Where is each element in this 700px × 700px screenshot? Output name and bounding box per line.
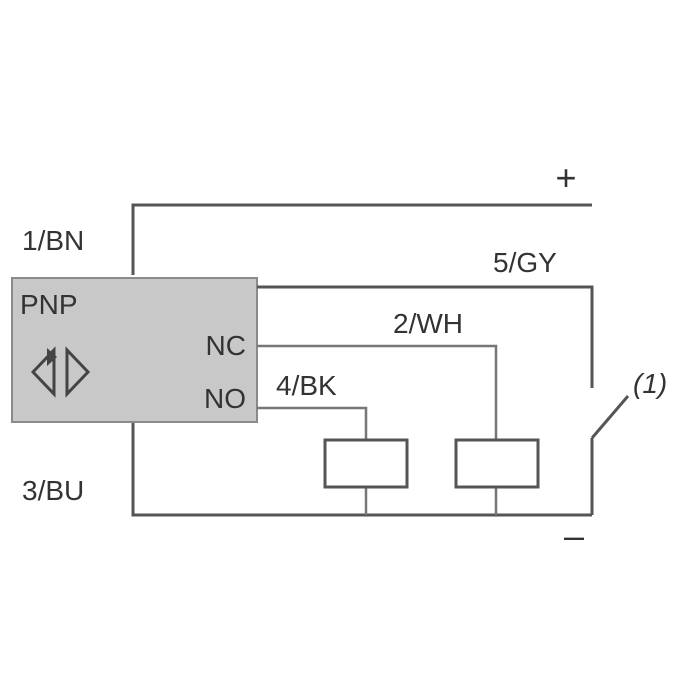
load-no: [323, 438, 409, 489]
nc-output-label: NC: [206, 330, 246, 361]
wire-label-white: 2/WH: [393, 308, 463, 339]
switch-contact: [590, 395, 630, 439]
positive-symbol: +: [555, 157, 576, 198]
wire-label-blue: 3/BU: [22, 475, 84, 506]
no-output-label: NO: [204, 383, 246, 414]
wire-label-black: 4/BK: [276, 370, 337, 401]
negative-rail: [131, 422, 592, 517]
sensor-type-label: PNP: [20, 289, 78, 320]
black-wire: [257, 406, 368, 440]
load-nc: [454, 438, 540, 489]
gray-wire: [257, 285, 594, 388]
negative-symbol: –: [564, 515, 584, 556]
inductive-sensor-icon: [30, 346, 91, 398]
wire-label-brown: 1/BN: [22, 225, 84, 256]
white-wire: [257, 344, 498, 440]
wire-label-gray: 5/GY: [493, 247, 557, 278]
switch-note: (1): [633, 368, 667, 399]
positive-rail: [131, 203, 592, 275]
